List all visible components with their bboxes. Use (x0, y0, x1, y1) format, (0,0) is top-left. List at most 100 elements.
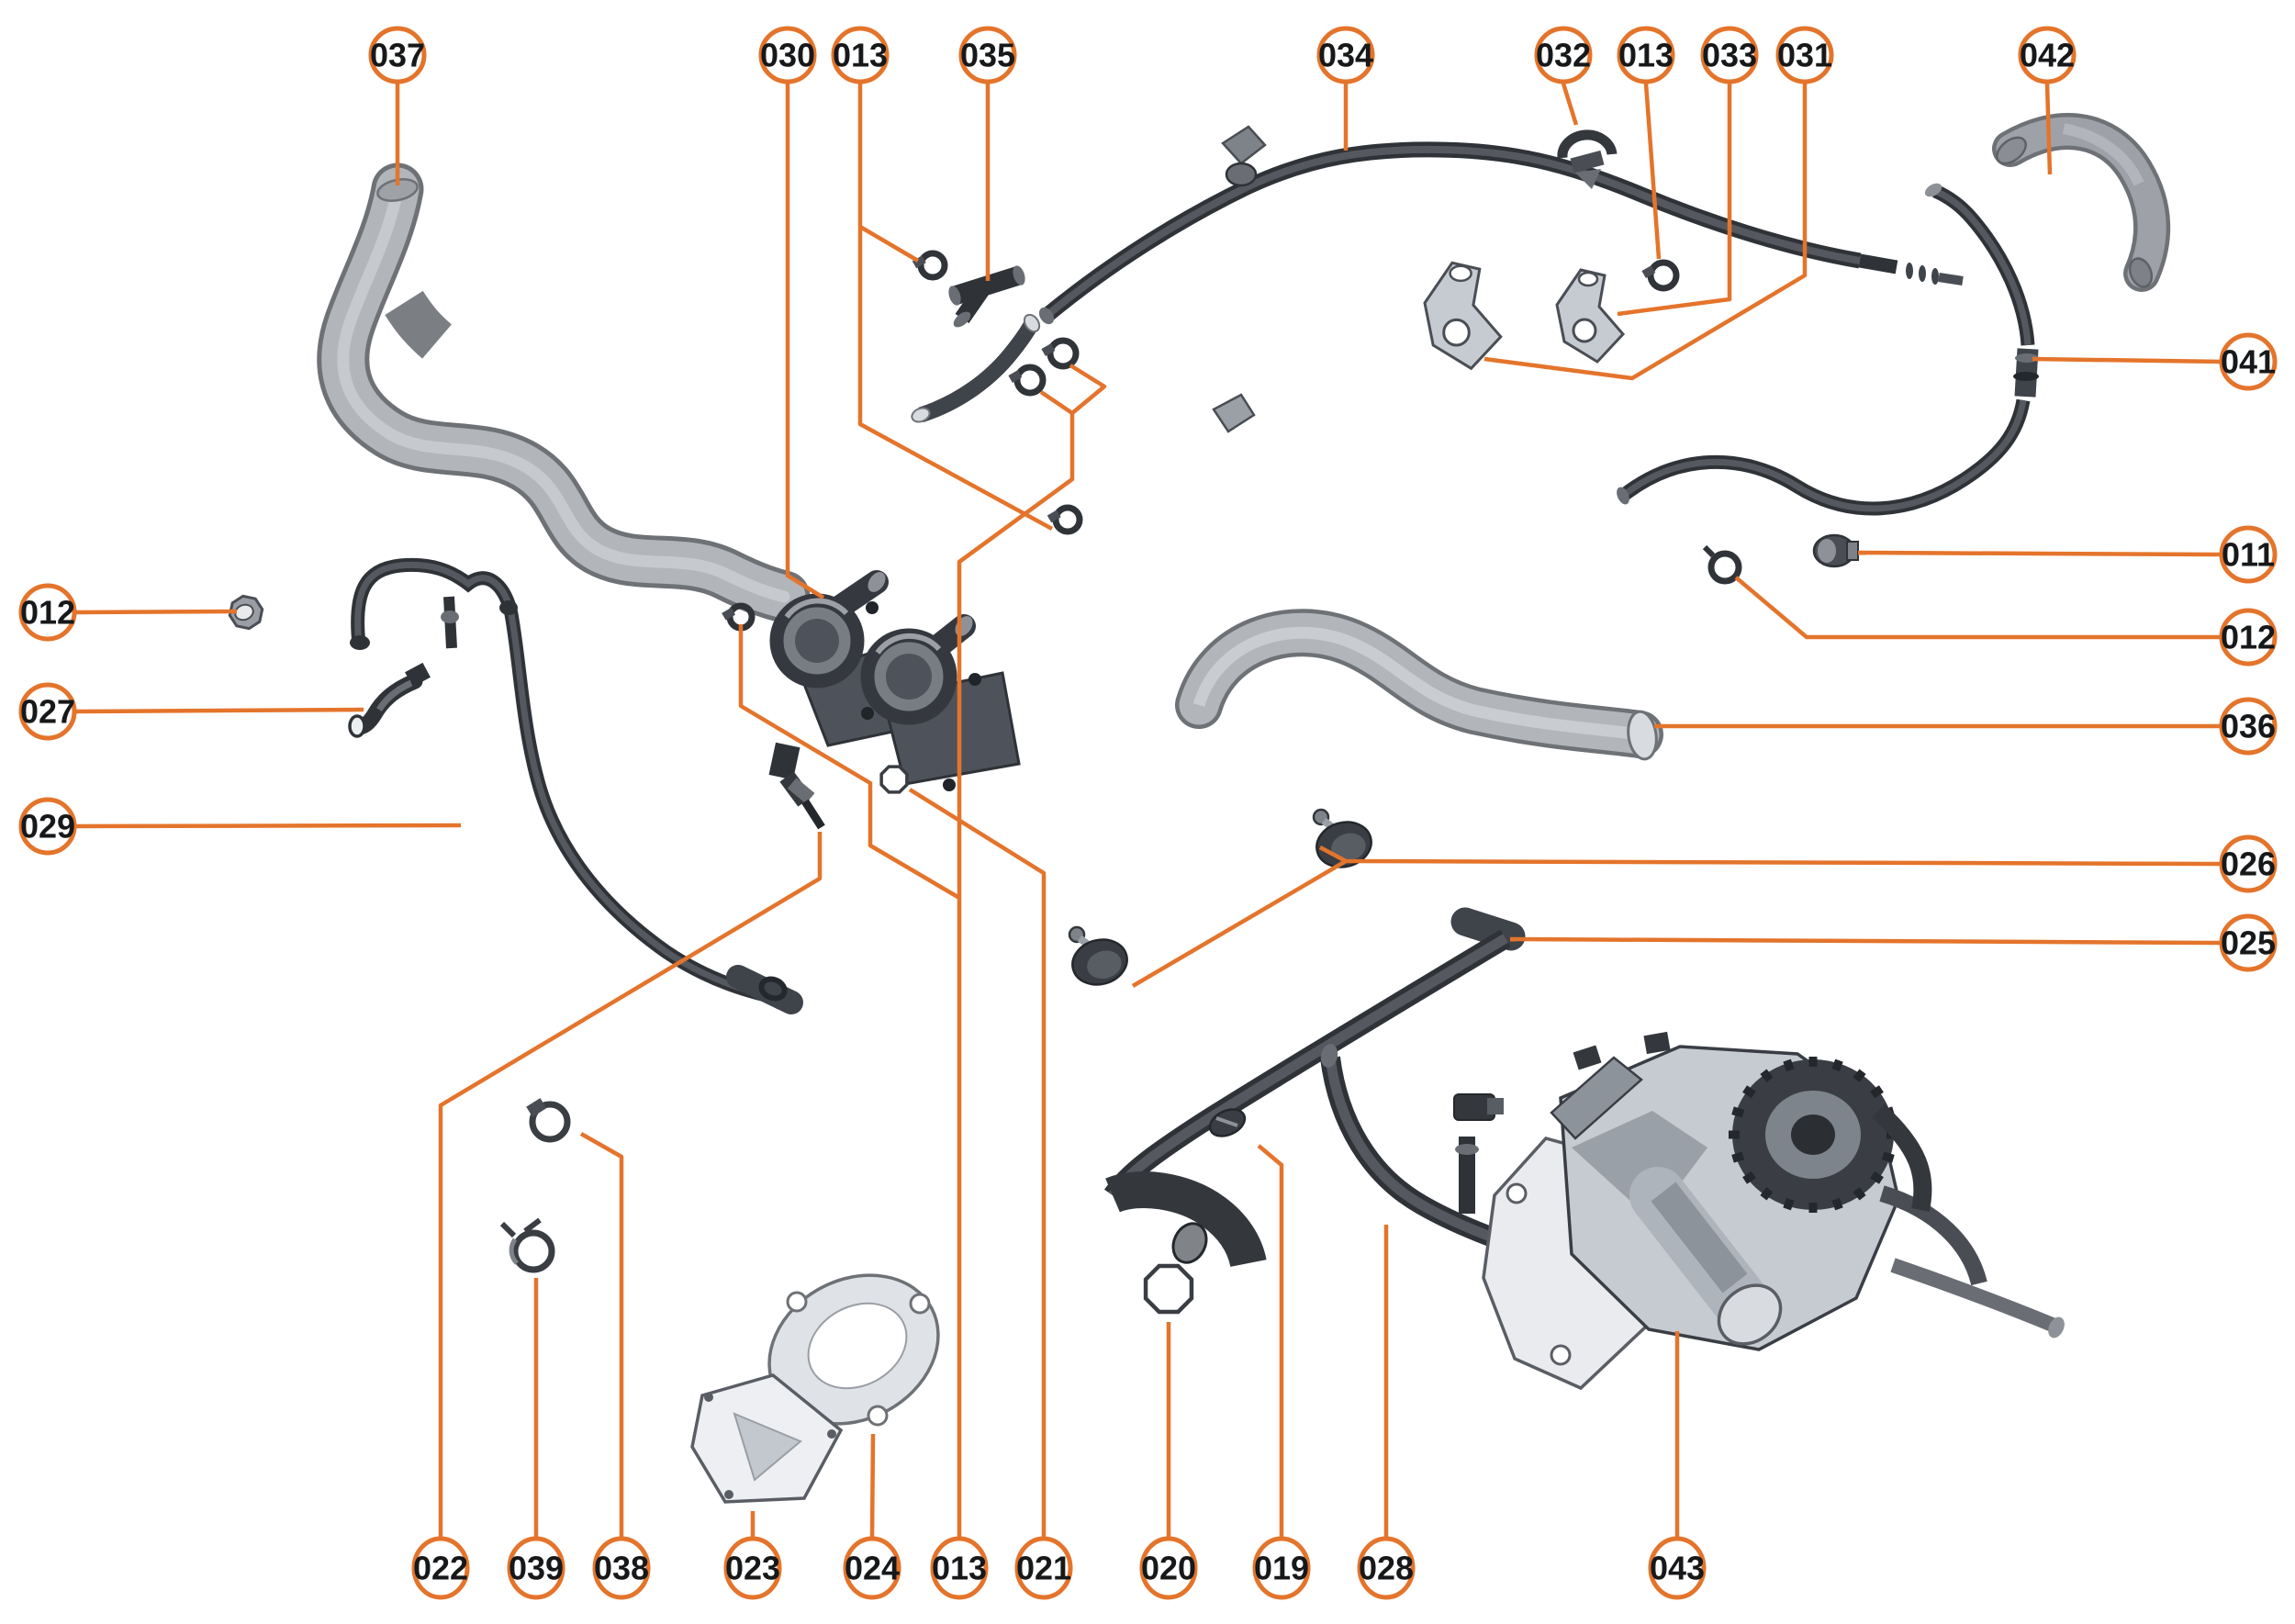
callout-039-039[interactable]: 039 (507, 1536, 565, 1600)
callout-circle[interactable] (930, 1536, 989, 1600)
pipe-029 (350, 557, 803, 1014)
leader-line-012a (74, 609, 238, 615)
callout-label: 032 (1536, 37, 1591, 74)
callout-bubbles-layer: 037 030 013 035 034 032 013 033 031 042 041 011 012 0… (18, 26, 2278, 1600)
t-piece-035 (948, 265, 1025, 328)
callout-circle[interactable] (1252, 1536, 1311, 1600)
leader-line-030 (785, 84, 825, 599)
callout-label: 033 (1702, 37, 1757, 74)
leader-line-027 (74, 707, 364, 714)
hose-025 (1103, 907, 1526, 1268)
callout-circle[interactable] (18, 682, 77, 741)
callout-037-037[interactable]: 037 (368, 26, 427, 84)
plug-020 (1143, 1263, 1194, 1315)
leader-line-013c (1069, 364, 1107, 415)
callout-circle[interactable] (1617, 26, 1675, 84)
callout-circle[interactable] (758, 26, 817, 84)
callout-041-041[interactable]: 041 (2219, 332, 2278, 391)
callout-019-019[interactable]: 019 (1252, 1536, 1311, 1600)
callout-031-031[interactable]: 031 (1775, 26, 1834, 84)
callout-023-023[interactable]: 023 (723, 1536, 782, 1600)
callout-circle[interactable] (1316, 26, 1375, 84)
callout-label: 013 (932, 1550, 987, 1587)
callout-036-036[interactable]: 036 (2219, 697, 2278, 756)
callout-circle[interactable] (1534, 26, 1593, 84)
callout-circle[interactable] (1357, 1536, 1416, 1600)
callout-027-027[interactable]: 027 (18, 682, 77, 741)
callout-012-012a[interactable]: 012 (18, 583, 77, 642)
callout-020-020[interactable]: 020 (1139, 1536, 1198, 1600)
callout-032-032[interactable]: 032 (1534, 26, 1593, 84)
callout-label: 028 (1359, 1550, 1414, 1587)
callout-circle[interactable] (2219, 913, 2278, 972)
clamps-013 (722, 250, 1680, 632)
callout-label: 012 (20, 594, 75, 632)
callout-label: 029 (20, 808, 75, 846)
callout-circle[interactable] (411, 1536, 470, 1600)
callout-circle[interactable] (1775, 26, 1834, 84)
callout-013-013c[interactable]: 013 (930, 1536, 989, 1600)
callout-033-033[interactable]: 033 (1700, 26, 1759, 84)
callout-012-012b[interactable]: 012 (2219, 608, 2278, 666)
callout-029-029[interactable]: 029 (18, 797, 77, 856)
leader-lines-layer (74, 83, 2222, 1540)
callout-034-034[interactable]: 034 (1316, 26, 1375, 84)
elbow-027 (348, 662, 431, 738)
callout-circle[interactable] (507, 1536, 565, 1600)
callout-label: 027 (20, 693, 75, 731)
callout-024-024[interactable]: 024 (843, 1536, 901, 1600)
callout-label: 025 (2221, 924, 2276, 962)
callout-circle[interactable] (1648, 1536, 1707, 1600)
callout-022-022[interactable]: 022 (411, 1536, 470, 1600)
oring-021 (879, 765, 909, 794)
clamp-038 (526, 1098, 571, 1143)
callout-011-011[interactable]: 011 (2219, 525, 2278, 584)
callout-circle[interactable] (958, 26, 1017, 84)
hose-042 (1992, 113, 2171, 292)
callout-label: 021 (1016, 1550, 1071, 1587)
callout-circle[interactable] (2219, 332, 2278, 391)
callout-circle[interactable] (368, 26, 427, 84)
callout-circle[interactable] (18, 583, 77, 642)
callout-043-043[interactable]: 043 (1648, 1536, 1707, 1600)
temp-sensor-022 (768, 742, 825, 830)
callout-030-030[interactable]: 030 (758, 26, 817, 84)
bracket-031 (1555, 268, 1626, 364)
leader-line-042 (2044, 83, 2053, 175)
callout-038-038[interactable]: 038 (592, 1536, 651, 1600)
callout-circle[interactable] (1139, 1536, 1198, 1600)
callout-circle[interactable] (2219, 834, 2278, 893)
callout-circle[interactable] (2219, 525, 2278, 584)
callout-025-025[interactable]: 025 (2219, 913, 2278, 972)
leader-line-012b (1734, 576, 2221, 640)
callout-circle[interactable] (18, 797, 77, 856)
callout-circle[interactable] (843, 1536, 901, 1600)
gasket-024 (767, 1273, 940, 1427)
leader-line-013c (738, 624, 961, 900)
callout-circle[interactable] (2018, 26, 2077, 84)
clamp-012-right (1702, 544, 1742, 585)
callout-circle[interactable] (2219, 697, 2278, 756)
callout-label: 013 (833, 37, 888, 74)
bracket-033 (1423, 261, 1503, 371)
grommet-011 (1812, 533, 1859, 568)
callout-042-042[interactable]: 042 (2018, 26, 2077, 84)
callout-013-013a[interactable]: 013 (831, 26, 890, 84)
callout-035-035[interactable]: 035 (958, 26, 1017, 84)
callout-circle[interactable] (831, 26, 890, 84)
callout-circle[interactable] (1700, 26, 1759, 84)
callout-026-026[interactable]: 026 (2219, 834, 2278, 893)
sensor-026-a (1312, 808, 1372, 868)
callout-circle[interactable] (592, 1536, 651, 1600)
clamp-012-left (228, 594, 264, 631)
sensor-026-b (1068, 925, 1128, 986)
callout-021-021[interactable]: 021 (1014, 1536, 1073, 1600)
callout-028-028[interactable]: 028 (1357, 1536, 1416, 1600)
callout-label: 036 (2221, 708, 2276, 745)
callout-circle[interactable] (2219, 608, 2278, 666)
leader-line-033 (1617, 84, 1732, 317)
callout-circle[interactable] (723, 1536, 782, 1600)
callout-circle[interactable] (1014, 1536, 1073, 1600)
callout-013-013b[interactable]: 013 (1617, 26, 1675, 84)
